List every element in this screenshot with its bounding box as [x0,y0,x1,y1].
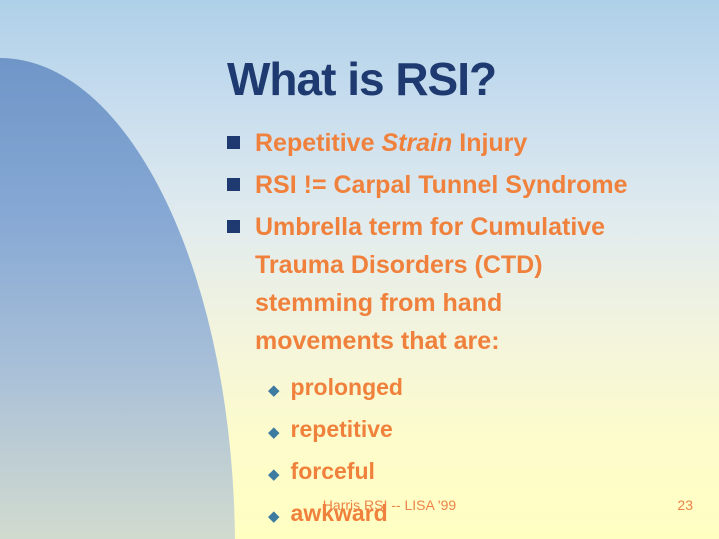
bullet-text-post: Injury [452,129,528,157]
slide-content: What is RSI? Repetitive Strain Injury RS… [227,52,719,536]
bullet-item-umbrella-term: Umbrella term for Cumulative Trauma Diso… [227,208,719,360]
sub-bullet-label: awkward [290,500,388,526]
square-bullet-icon [227,220,240,233]
diamond-bullet-icon: ◆ [268,382,280,399]
sub-bullet-item-prolonged: ◆ prolonged [268,368,719,410]
background-curve-decoration [0,58,235,539]
diamond-bullet-icon: ◆ [268,424,280,441]
bullet-text: Umbrella term for Cumulative Trauma Diso… [255,213,606,355]
bullet-text: Repetitive Strain Injury [255,124,527,162]
footer-page-number: 23 [677,497,693,513]
sub-bullet-label: repetitive [290,416,393,442]
bullet-item-carpal-tunnel: RSI != Carpal Tunnel Syndrome [227,166,719,204]
footer-credit: Harris RSI -- LISA '99 [322,497,457,513]
sub-bullet-label: prolonged [290,374,403,400]
sub-bullet-item-forceful: ◆ forceful [268,452,719,494]
bullet-text-italic: Strain [381,129,453,157]
diamond-bullet-icon: ◆ [268,508,280,525]
sub-bullet-item-awkward: ◆ awkward [268,494,719,536]
bullet-text: RSI != Carpal Tunnel Syndrome [255,171,628,199]
sub-bullet-item-repetitive: ◆ repetitive [268,410,719,452]
slide-title: What is RSI? [227,53,497,105]
square-bullet-icon [227,178,240,191]
bullet-text-pre: Repetitive [255,129,382,157]
diamond-bullet-icon: ◆ [268,466,280,483]
sub-bullet-label: forceful [290,458,375,484]
sub-bullet-list: ◆ prolonged ◆ repetitive ◆ forceful ◆ aw… [268,368,719,536]
bullet-item-repetitive-strain-injury: Repetitive Strain Injury [227,124,719,162]
square-bullet-icon [227,136,240,149]
